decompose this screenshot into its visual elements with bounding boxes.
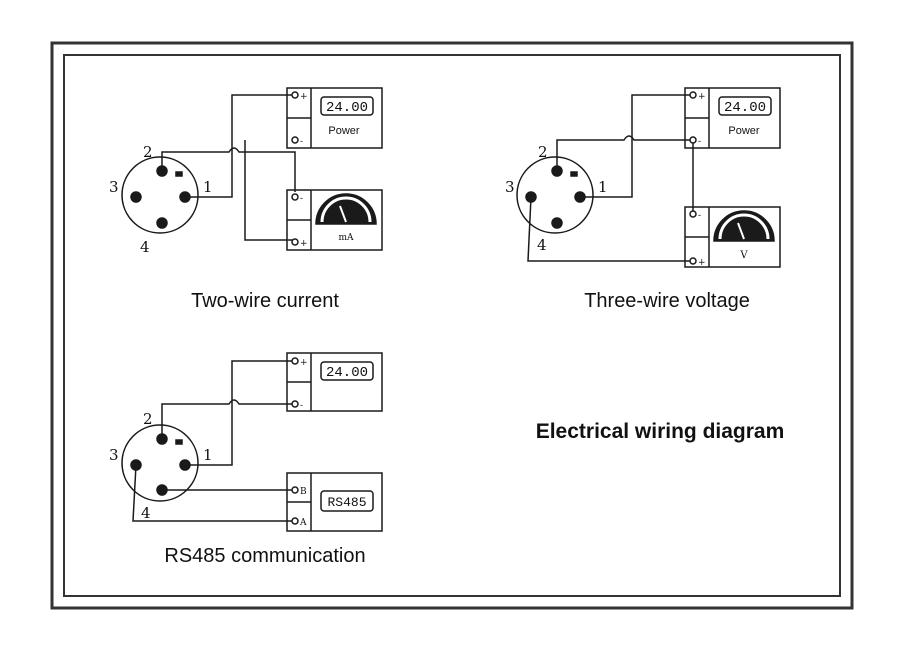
outer-frame	[50, 41, 854, 610]
pin-label-3: 3	[109, 446, 119, 464]
panel-three-wire-voltage	[516, 87, 781, 268]
panel-rs485-communication-text: 2 1 3 4 + - 24.00 B A RS485 RS485 commun…	[109, 358, 368, 567]
terminal-minus-label: -	[300, 401, 303, 411]
caption-three-wire-voltage: Three-wire voltage	[584, 290, 750, 312]
pin-label-1: 1	[203, 178, 213, 196]
pin-label-3: 3	[109, 178, 119, 196]
pin-label-1: 1	[203, 446, 213, 464]
pin-label-4: 4	[140, 238, 150, 256]
meter-terminal-minus-label: -	[698, 211, 701, 221]
pin-label-2: 2	[143, 143, 153, 161]
voltmeter-box	[684, 206, 781, 268]
power-display: 24.00	[326, 100, 368, 116]
power-display: 24.00	[724, 100, 766, 116]
panel-two-wire-current	[121, 87, 383, 251]
caption-two-wire-current: Two-wire current	[191, 290, 339, 312]
power-supply-box	[286, 352, 383, 412]
terminal-a-label: A	[299, 518, 307, 528]
meter-terminal-minus-label: -	[300, 194, 303, 204]
terminal-minus-label: -	[698, 137, 701, 147]
pin-label-2: 2	[538, 143, 548, 161]
power-label: Power	[328, 125, 360, 137]
power-label: Power	[728, 125, 760, 137]
pin-label-4: 4	[537, 236, 547, 254]
caption-rs485-communication: RS485 communication	[164, 545, 365, 567]
terminal-plus-label: +	[698, 92, 706, 102]
pin-label-2: 2	[143, 410, 153, 428]
pin-label-3: 3	[505, 178, 515, 196]
inner-frame	[63, 54, 841, 597]
panel-rs485-communication	[121, 352, 383, 532]
rs485-device-box	[286, 472, 383, 532]
pin-label-1: 1	[598, 178, 608, 196]
terminal-plus-label: +	[300, 358, 308, 368]
panel-three-wire-voltage-text: 2 1 3 4 + - 24.00 Power - + V Three-wire…	[505, 92, 766, 312]
meter-terminal-plus-label: +	[698, 258, 706, 268]
terminal-b-label: B	[300, 487, 307, 497]
rs485-display: RS485	[327, 495, 366, 510]
ammeter-box	[286, 189, 383, 251]
meter-unit: V	[739, 250, 748, 261]
panel-two-wire-current-text: 2 1 3 4 + - 24.00 Power - + mA Two-wire …	[109, 92, 368, 312]
power-supply-box	[684, 87, 781, 149]
meter-terminal-plus-label: +	[300, 239, 308, 249]
meter-unit: mA	[338, 233, 354, 243]
power-supply-box	[286, 87, 383, 149]
power-display: 24.00	[326, 365, 368, 381]
terminal-plus-label: +	[300, 92, 308, 102]
terminal-minus-label: -	[300, 137, 303, 147]
pin-label-4: 4	[141, 504, 151, 522]
diagram-title: Electrical wiring diagram	[536, 420, 785, 443]
connector-icon	[121, 156, 199, 234]
